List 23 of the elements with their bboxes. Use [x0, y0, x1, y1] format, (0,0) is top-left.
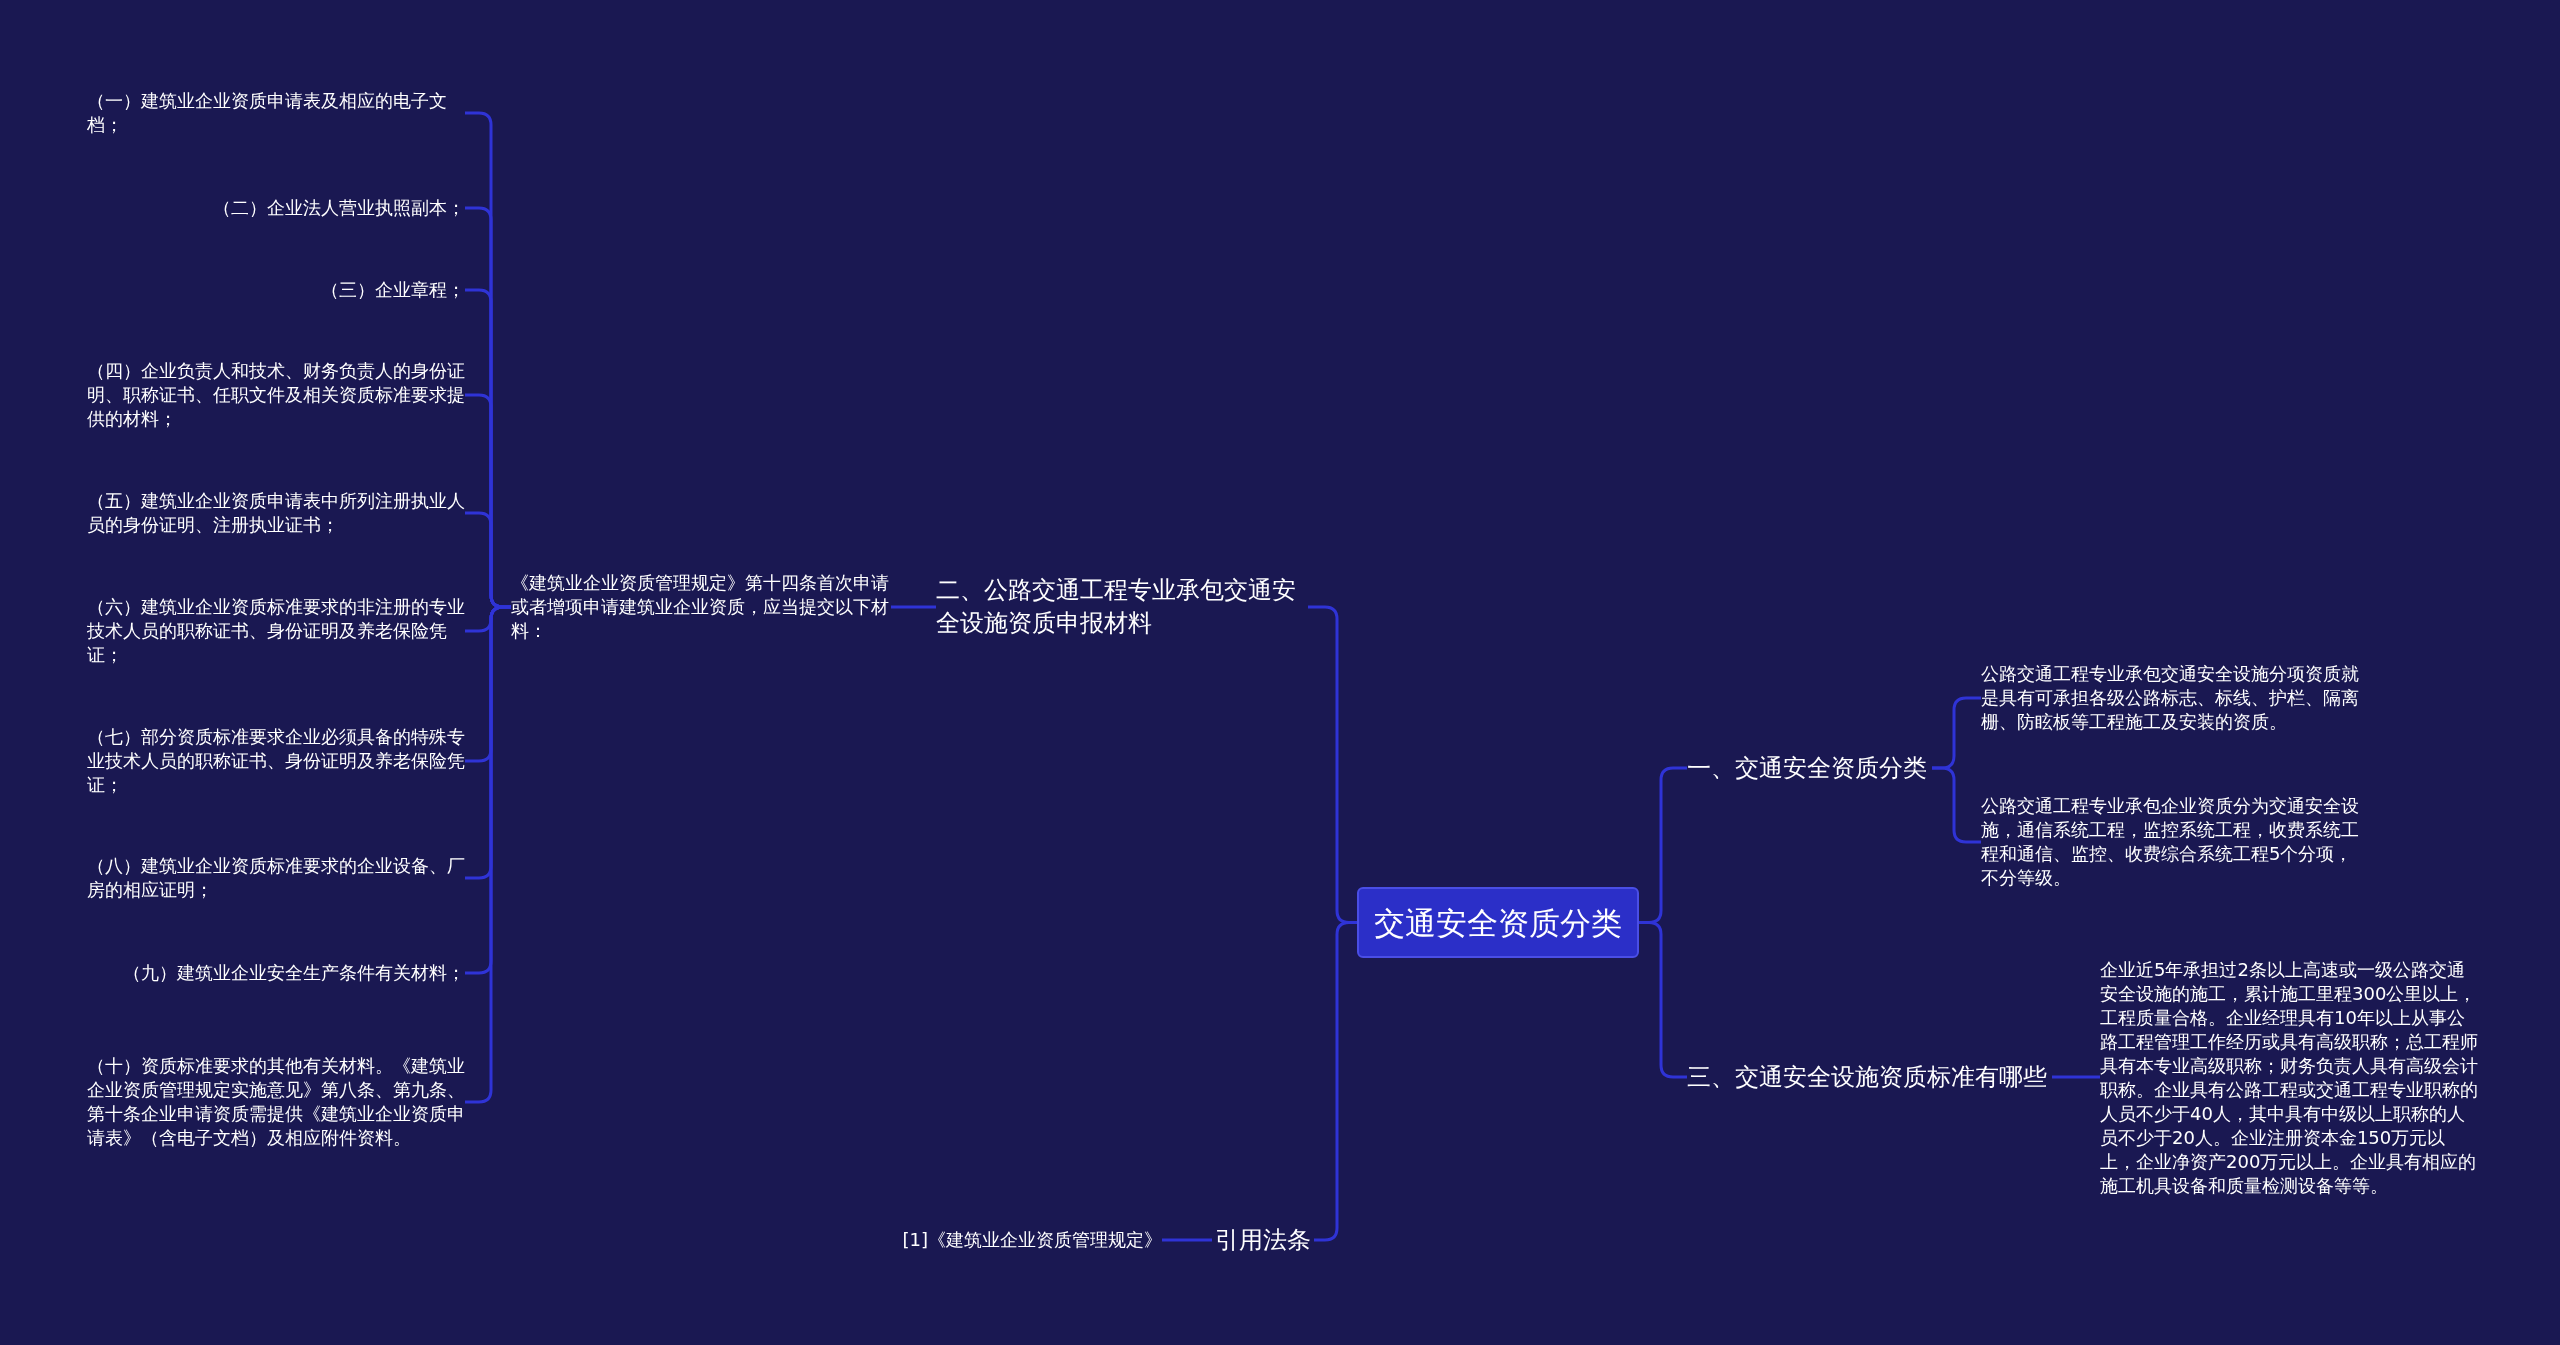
branch-topic: 引用法条	[1212, 1223, 1314, 1257]
topic-text: （一）建筑业企业资质申请表及相应的电子文档；	[87, 89, 465, 137]
topic-text: （四）企业负责人和技术、财务负责人的身份证明、职称证书、任职文件及相关资质标准要求提供的材料；	[87, 358, 465, 432]
topic-text: 公路交通工程专业承包企业资质分为交通安全设施，通信系统工程，监控系统工程，收费系统工程和通信、监控、收费综合系统工程5个分项，不分等级。	[1981, 793, 2359, 891]
topic-text: （三）企业章程；	[87, 277, 465, 303]
connector-line	[891, 605, 936, 609]
branch-topic: 三、交通安全设施资质标准有哪些	[1687, 1060, 2052, 1094]
connector-line	[2052, 1075, 2100, 1079]
topic-text: （七）部分资质标准要求企业必须具备的特殊专业技术人员的职称证书、身份证明及养老保险凭证；	[87, 724, 465, 798]
branch-topic: 二、公路交通工程专业承包交通安全设施资质申报材料	[936, 572, 1308, 642]
topic-text: （八）建筑业企业资质标准要求的企业设备、厂房的相应证明；	[87, 854, 465, 902]
topic-text: （二）企业法人营业执照副本；	[87, 195, 465, 221]
connector-line	[1162, 1238, 1212, 1242]
topic-text: （六）建筑业企业资质标准要求的非注册的专业技术人员的职称证书、身份证明及养老保险凭证；	[87, 594, 465, 668]
topic-text: （十）资质标准要求的其他有关材料。《建筑业企业资质管理规定实施意见》第八条、第九条、第十条企业申请资质需提供《建筑业企业资质申请表》（含电子文档）及相应附件资料。	[87, 1041, 465, 1163]
topic-text: [1]《建筑业企业资质管理规定》	[890, 1227, 1162, 1253]
root-topic-box: 交通安全资质分类	[1357, 887, 1639, 958]
topic-text: （五）建筑业企业资质申请表中所列注册执业人员的身份证明、注册执业证书；	[87, 489, 465, 537]
topic-text: 公路交通工程专业承包交通安全设施分项资质就是具有可承担各级公路标志、标线、护栏、隔离栅、防眩板等工程施工及安装的资质。	[1981, 661, 2359, 735]
topic-text: （九）建筑业企业安全生产条件有关材料；	[87, 960, 465, 986]
branch-topic: 一、交通安全资质分类	[1687, 751, 1932, 785]
topic-text: 企业近5年承担过2条以上高速或一级公路交通安全设施的施工，累计施工里程300公里以上，工程质量合格。企业经理具有10年以上从事公路工程管理工作经历或具有高级职称；总工程师具有本专业高级职称；财务负责人具有高级会计职称。企业具有公路工程或交通工程专业职称的人员不少于40人，其中具有中级以上职称的人员不少于20人。企业注册资本金150万元以上，企业净资产200万元以上。企业具有相应的施工机具设备和质量检测设备等等。	[2100, 945, 2478, 1211]
topic-text: 《建筑业企业资质管理规定》第十四条首次申请或者增项申请建筑业企业资质，应当提交以下材料：	[511, 569, 891, 645]
